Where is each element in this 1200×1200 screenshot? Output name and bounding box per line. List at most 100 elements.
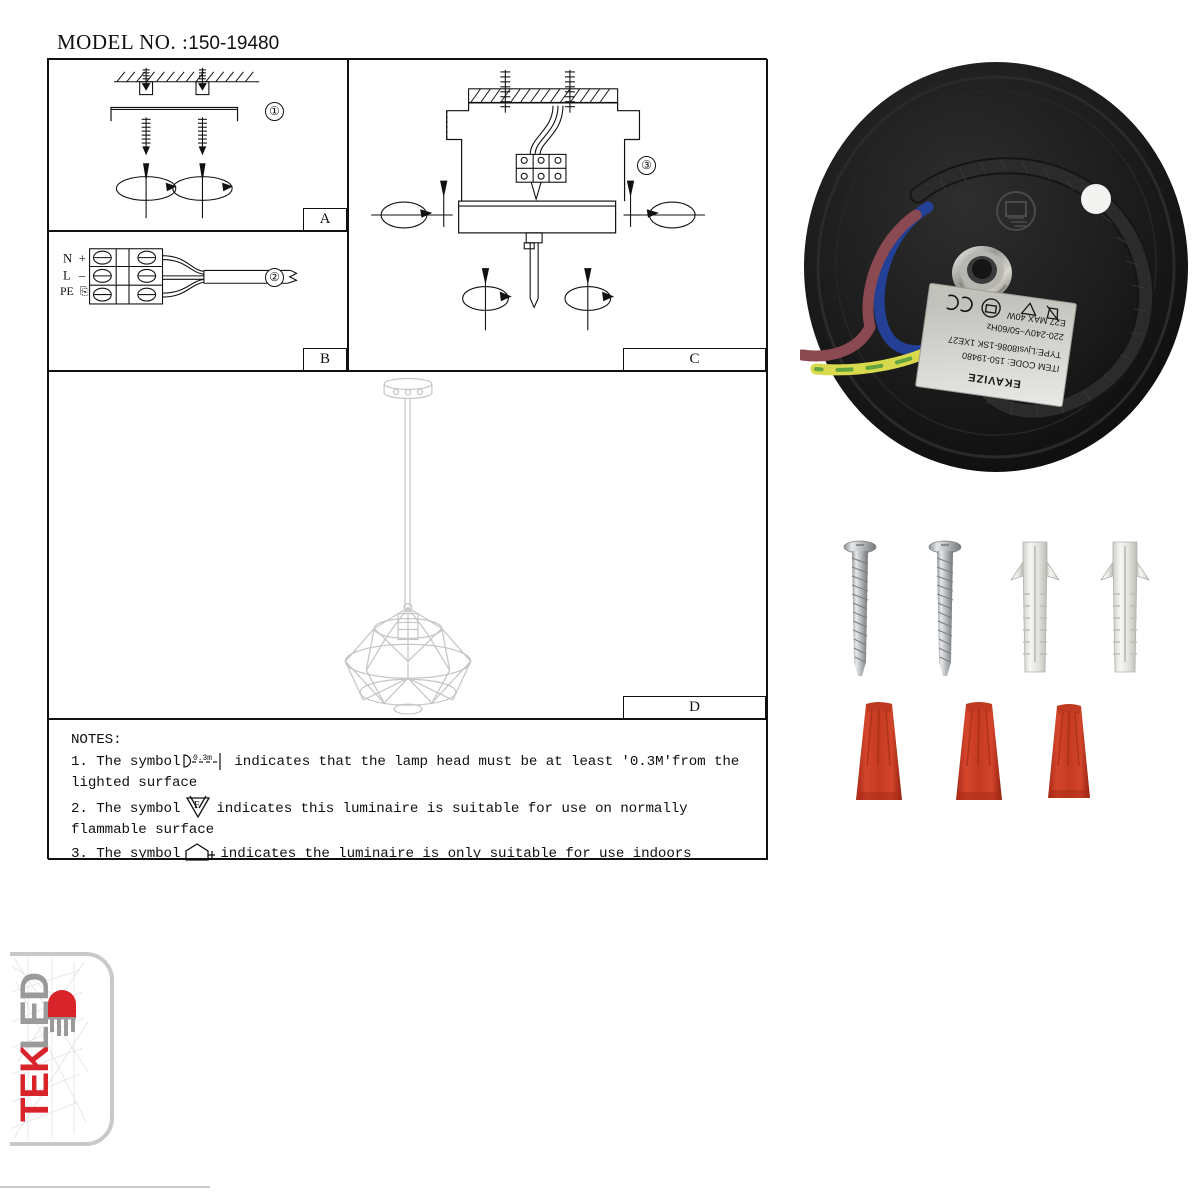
rose-terminal-block (515, 153, 567, 183)
wire-connectors-photo (830, 690, 1140, 820)
rating-label: EKAVIZE ITEM CODE: 150-19480 TYPE:LjvsI8… (915, 282, 1077, 408)
pendant-suspension-cable (404, 397, 411, 608)
footer-rule (0, 1186, 210, 1188)
ceiling-rose-photo: EKAVIZE ITEM CODE: 150-19480 TYPE:LjvsI8… (796, 55, 1196, 495)
note-3-number: 3. (71, 845, 88, 862)
screwdriver-left (436, 180, 453, 227)
panel-c-index-circle: ③ (637, 156, 656, 175)
braided-cable (909, 157, 1155, 420)
tekled-wordmark: TEK LED (13, 973, 57, 1122)
rose-cover-plate (458, 200, 617, 234)
class-ii-marking (996, 191, 1036, 231)
logo-web-texture (11, 956, 89, 1140)
panel-a-drawing (110, 67, 260, 219)
led-bulb-icon (48, 990, 76, 1036)
screwdriver-rotation-1 (115, 163, 177, 219)
panel-a-ceiling-fixing: ① A (48, 59, 348, 231)
pendant-ceiling-rose (383, 377, 433, 399)
rose-rim (816, 75, 1176, 459)
mounting-screw-2 (928, 540, 962, 676)
panel-d-assembled-luminaire: D (48, 371, 768, 719)
note-1-number: 1. (71, 753, 88, 770)
logo-card (10, 952, 114, 1146)
min-distance-0.3m-icon: 0.3m (181, 752, 233, 770)
terminal-label-l: L (63, 268, 71, 282)
ce-mark-icon (946, 294, 973, 313)
note-3-text-before: The symbol (96, 845, 181, 862)
note-2-text-after: indicates this luminaire is suitable for… (71, 800, 688, 839)
terminal-mark-plus: + (79, 252, 86, 266)
rotation-arrow-left-outer (371, 201, 444, 229)
ceiling-screw-2 (564, 69, 575, 113)
terminal-mark-earth: ⎘ (80, 286, 89, 298)
hardware-illustration (843, 540, 1150, 676)
wall-plug-2 (1100, 541, 1150, 673)
panel-b-drawing: N + L – PE ⎘ (60, 248, 298, 305)
wall-plug-inserted-1 (139, 67, 154, 96)
panel-c-tag: C (623, 348, 766, 371)
note-item-3: 3. The symbol indicates the luminaire is … (71, 842, 747, 866)
live-wire (862, 209, 922, 333)
cable-gland (952, 246, 1012, 300)
f-mark-triangle-icon: F (184, 795, 212, 819)
wall-plug-1 (1010, 541, 1060, 673)
panel-b-tag: B (303, 348, 347, 371)
notes-heading: NOTES: (71, 732, 122, 748)
ceiling-rose-illustration: EKAVIZE ITEM CODE: 150-19480 TYPE:LjvsI8… (796, 62, 1188, 472)
logo-text-tek: TEK (13, 1044, 57, 1122)
terminal-mark-minus: – (78, 268, 86, 282)
pendant-cage-shade (344, 603, 472, 715)
wall-plug-inserted-2 (195, 67, 210, 96)
note-2-text-before: The symbol (96, 800, 181, 817)
mounting-bracket (110, 106, 239, 122)
note-1-text-before: The symbol (96, 753, 181, 770)
tekled-logo-graphic: TEK LED (10, 952, 114, 1146)
panel-a-tag: A (303, 208, 347, 231)
note-3-text-after: indicates the luminaire is only suitable… (220, 845, 692, 862)
fixing-hole (1081, 184, 1111, 214)
panel-d-drawing (344, 377, 472, 715)
wire-nut-3 (1048, 704, 1090, 798)
model-number-heading: MODEL NO. :150-19480 (57, 30, 279, 55)
panel-a-index-circle: ① (265, 102, 284, 121)
screwdriver-right (623, 180, 640, 227)
hardware-photo-screws-plugs (830, 528, 1180, 698)
ceiling-rose-body (446, 102, 641, 202)
indoor-use-house-icon (183, 842, 217, 862)
terminal-label-pe: PE (60, 284, 74, 298)
supply-wires (162, 255, 205, 298)
panel-b-index-circle: ② (265, 268, 284, 287)
model-number-value: 150-19480 (188, 33, 280, 54)
label-marks (946, 294, 1001, 318)
rose-internal-wires (529, 105, 564, 155)
note-2-number: 2. (71, 800, 88, 817)
cable-exit-stem (523, 232, 543, 309)
screw-2 (198, 117, 207, 156)
terminal-labels: N + L – PE ⎘ (60, 252, 89, 299)
screw-1 (141, 117, 151, 156)
f-mark-letter: F (194, 800, 200, 811)
tekled-logo: TEK LED (8, 952, 138, 1157)
model-number-label: MODEL NO. : (57, 30, 189, 54)
mounting-screw-1 (843, 540, 877, 676)
class-ii-icon (981, 298, 1001, 318)
terminal-screw-heads (92, 250, 157, 302)
wire-nut-1 (856, 702, 902, 800)
ceiling-screw-1 (500, 69, 511, 113)
panel-c-rose-mounting: ③ C (348, 59, 768, 371)
note-1-text-after: indicates that the lamp head must be at … (71, 753, 740, 792)
panel-c-drawing (371, 69, 706, 331)
panel-b-terminal-wiring: N + L – PE ⎘ ② B (48, 231, 348, 371)
min-distance-value: 0.3m (193, 754, 212, 763)
weee-bin-icon (1046, 305, 1060, 322)
f-mark-icon (1020, 302, 1037, 317)
panel-d-tag: D (623, 696, 766, 719)
rotation-arrow-bottom-left (462, 268, 512, 331)
wire-connectors-illustration (856, 702, 1090, 800)
terminal-label-n: N (63, 252, 72, 266)
rotation-arrow-bottom-right (564, 268, 615, 331)
